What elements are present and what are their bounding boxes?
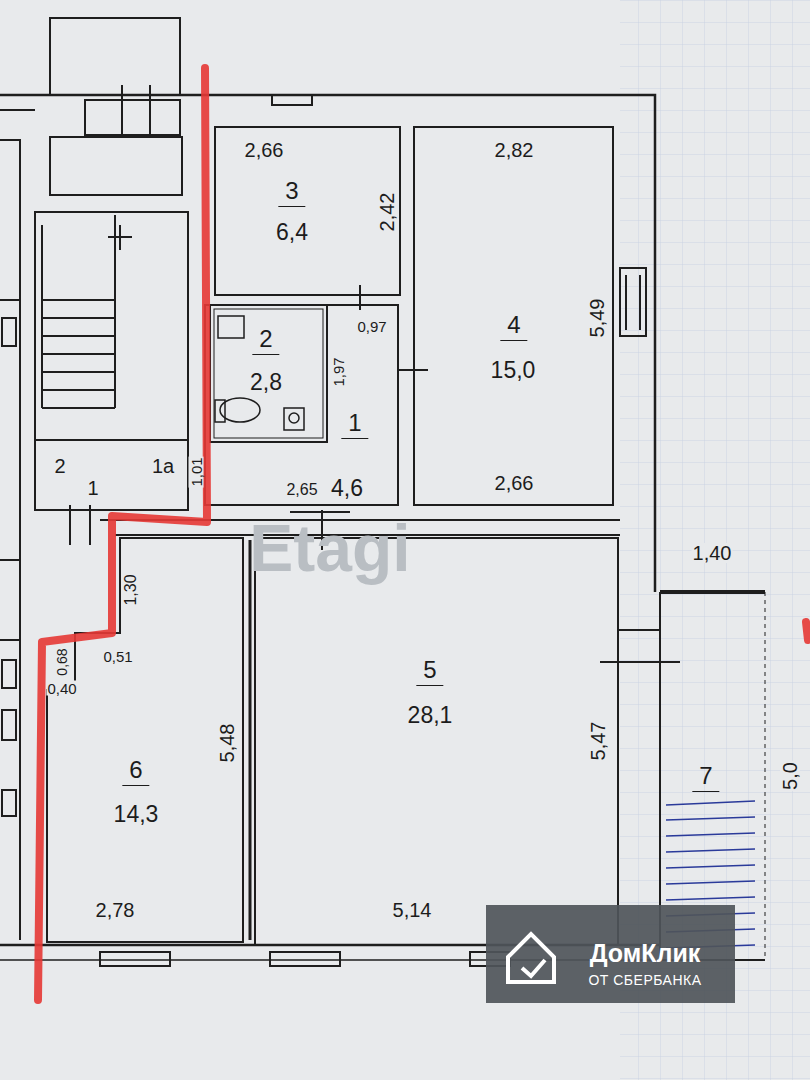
dimension-label: 1,01 [189, 456, 204, 487]
brand-tagline: ОТ СБЕРБАНКА [588, 973, 701, 987]
dimension-label: 2,66 [244, 140, 285, 160]
room-2: 22,8 [210, 305, 327, 442]
room-area: 15,0 [491, 359, 536, 382]
room-number: 4 [500, 313, 527, 341]
room-4: 415,0 [414, 127, 613, 505]
room-number: 1 [341, 411, 368, 439]
room-number: 6 [122, 758, 149, 786]
dimension-label: 5,14 [392, 900, 433, 920]
brand-name: ДомКлик [590, 941, 701, 966]
room-area: 28,1 [408, 704, 453, 727]
dimension-label: 1,30 [123, 573, 139, 606]
room-6: 614,3 [47, 538, 243, 942]
dimension-label: 2,82 [494, 140, 535, 160]
room-area: 14,3 [114, 803, 159, 826]
dimension-label: 1,97 [331, 356, 346, 387]
room-number: 5 [416, 658, 443, 686]
brand-logo: ДомКлик ОТ СБЕРБАНКА [486, 905, 735, 1003]
room-1: 14,622,8 [205, 305, 398, 505]
sanitary-fixtures [215, 316, 304, 430]
callout-number: 1 [86, 478, 99, 498]
room-area: 2,8 [250, 371, 282, 394]
room-7: 7 [660, 592, 765, 960]
walls [0, 18, 765, 966]
room-area: 4,6 [331, 477, 363, 500]
room-number: 2 [252, 327, 279, 355]
watermark: Etagi [248, 515, 411, 581]
dimension-label: 2,78 [95, 900, 136, 920]
dimension-label: 5,47 [588, 721, 608, 762]
dimension-label: 2,65 [285, 482, 318, 498]
dimension-label: 0,40 [46, 681, 77, 696]
room-area: 6,4 [276, 221, 308, 244]
room-number: 3 [278, 179, 305, 207]
dimension-label: 1,40 [692, 543, 733, 563]
red-boundary-line [38, 68, 808, 1000]
dimension-label: 0,68 [55, 647, 69, 676]
dimension-label: 0,97 [356, 319, 387, 334]
dimension-label: 5,48 [217, 723, 237, 764]
callout-number: 1а [151, 456, 175, 476]
dimension-label: 0,51 [102, 649, 133, 664]
watermark-logo [486, 905, 735, 1003]
dimension-label: 2,42 [377, 192, 397, 233]
callout-number: 2 [53, 456, 66, 476]
room-number: 7 [692, 764, 719, 792]
dimension-label: 5,49 [587, 298, 607, 339]
dimension-label: 5,0 [780, 761, 800, 791]
room-5: 528,1 [255, 538, 618, 945]
dimension-label: 2,66 [494, 473, 535, 493]
